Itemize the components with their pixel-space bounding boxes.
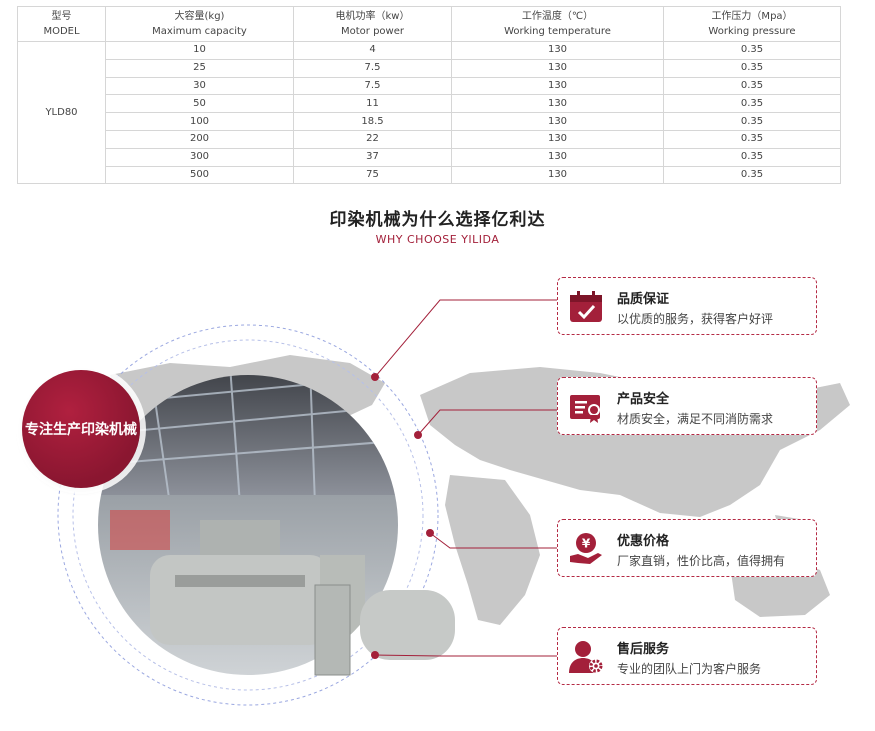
table-row: 300 37 130 0.35 xyxy=(18,147,841,167)
connector-dots xyxy=(371,373,434,659)
header-temperature: 工作温度（℃）Working temperature xyxy=(451,6,664,42)
table-cell: 130 xyxy=(451,94,664,114)
model-cell: YLD80 xyxy=(17,40,106,185)
table-cell: 130 xyxy=(451,41,664,60)
svg-text:¥: ¥ xyxy=(582,537,591,551)
orbit-inner xyxy=(72,339,424,691)
table-row: 100 18.5 130 0.35 xyxy=(18,112,841,131)
table-cell: 25 xyxy=(105,58,294,78)
table-cell: 0.35 xyxy=(663,41,841,60)
table-cell: 500 xyxy=(105,165,294,185)
feature-title: 品质保证 xyxy=(617,292,670,307)
table-cell: 7.5 xyxy=(293,76,452,96)
table-cell: 0.35 xyxy=(663,147,841,167)
table-cell: 0.35 xyxy=(663,58,841,78)
table-cell: 0.35 xyxy=(663,94,841,114)
focus-badge: 专注生产印染机械 xyxy=(22,370,140,488)
table-cell: 130 xyxy=(451,76,664,96)
feature-title: 产品安全 xyxy=(617,392,670,407)
table-row: 50 11 130 0.35 xyxy=(18,94,841,114)
table-row: 25 7.5 130 0.35 xyxy=(18,58,841,78)
table-cell: 50 xyxy=(105,94,294,114)
header-motor-power: 电机功率（kw）Motor power xyxy=(293,6,452,42)
feature-quality: 品质保证 以优质的服务，获得客户好评 xyxy=(557,277,817,335)
table-cell: 11 xyxy=(293,94,452,114)
table-cell: 75 xyxy=(293,165,452,185)
table-cell: 130 xyxy=(451,129,664,149)
table-row: YLD80 10 4 130 0.35 xyxy=(17,40,841,185)
table-cell: 200 xyxy=(105,129,294,149)
feature-desc: 厂家直销，性价比高，值得拥有 xyxy=(617,554,786,568)
table-cell: 7.5 xyxy=(293,58,452,78)
machine-control-panel xyxy=(314,584,351,676)
certificate-icon xyxy=(570,395,600,423)
table-cell: 130 xyxy=(451,147,664,167)
yen-hand-icon: ¥ xyxy=(570,533,602,564)
feature-service: 售后服务 专业的团队上门为客户服务 xyxy=(557,627,817,685)
feature-safety: 产品安全 材质安全，满足不同消防需求 xyxy=(557,377,817,435)
table-row: 30 7.5 130 0.35 xyxy=(18,76,841,96)
table-cell: 37 xyxy=(293,147,452,167)
badge-label: 专注生产印染机械 xyxy=(25,422,137,438)
table-cell: 10 xyxy=(105,41,294,60)
calendar-check-icon xyxy=(570,291,602,322)
table-cell: 30 xyxy=(105,76,294,96)
table-cell: 130 xyxy=(451,165,664,185)
table-cell: 130 xyxy=(451,58,664,78)
table-cell: 4 xyxy=(293,41,452,60)
connector-lines xyxy=(374,299,557,657)
header-capacity: 大容量(kg)Maximum capacity xyxy=(105,6,294,42)
service-person-icon xyxy=(569,641,603,673)
table-row: 500 75 130 0.35 xyxy=(18,165,841,185)
feature-title: 售后服务 xyxy=(617,642,670,657)
feature-title: 优惠价格 xyxy=(617,534,670,549)
table-cell: 22 xyxy=(293,129,452,149)
feature-price: ¥ 优惠价格 厂家直销，性价比高，值得拥有 xyxy=(557,519,817,577)
table-cell: 100 xyxy=(105,112,294,131)
feature-desc: 以优质的服务，获得客户好评 xyxy=(617,312,774,326)
header-pressure: 工作压力（Mpa）Working pressure xyxy=(663,6,841,42)
table-cell: 0.35 xyxy=(663,112,841,131)
table-row: 200 22 130 0.35 xyxy=(18,129,841,149)
table-cell: 130 xyxy=(451,112,664,131)
orbit-outer xyxy=(57,324,439,706)
table-cell: 0.35 xyxy=(663,165,841,185)
feature-desc: 材质安全，满足不同消防需求 xyxy=(617,412,774,426)
table-cell: 0.35 xyxy=(663,76,841,96)
section-title: 印染机械为什么选择亿利达 xyxy=(329,210,546,230)
table-cell: 300 xyxy=(105,147,294,167)
machine-tank xyxy=(360,590,455,660)
table-cell: 18.5 xyxy=(293,112,452,131)
feature-desc: 专业的团队上门为客户服务 xyxy=(617,662,762,676)
section-subtitle: WHY CHOOSE YILIDA xyxy=(375,233,500,246)
table-cell: 0.35 xyxy=(663,129,841,149)
